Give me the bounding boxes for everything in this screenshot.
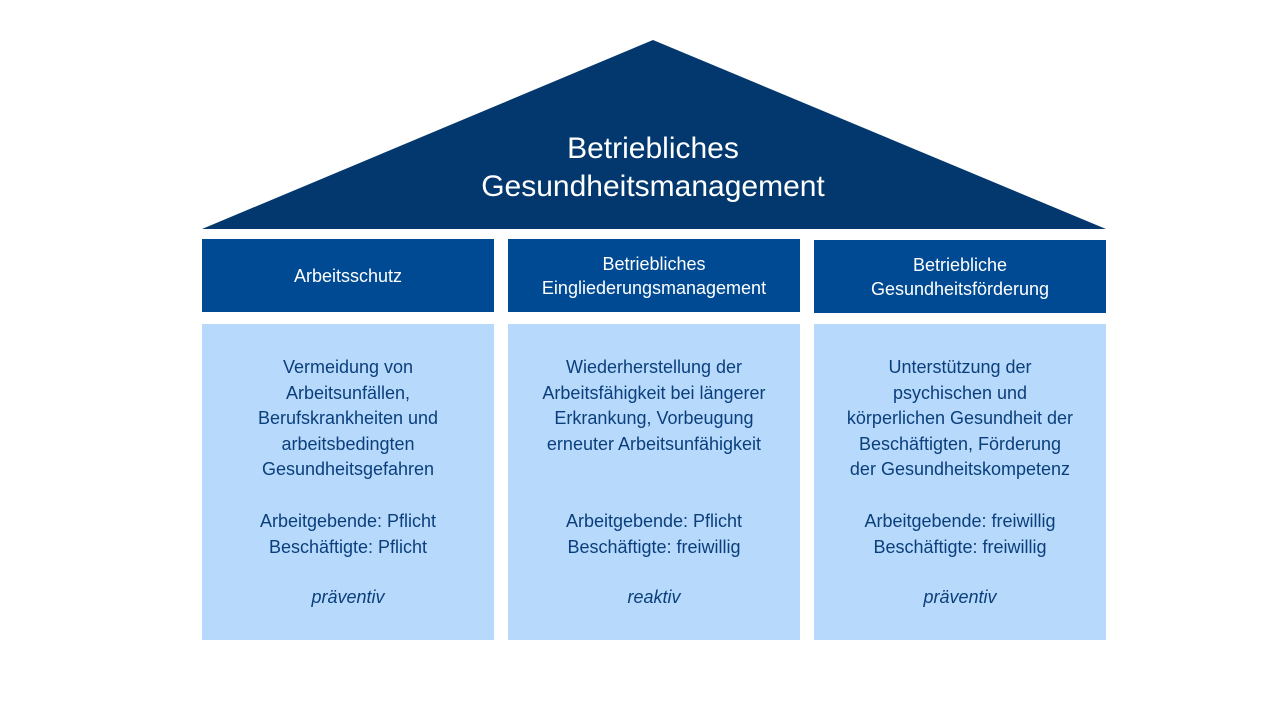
pillar-header: Betriebliches Eingliederungsmanagement xyxy=(508,239,800,312)
header-line: Betriebliches xyxy=(602,253,706,274)
description-line: psychischen und xyxy=(892,382,1028,403)
role-line: Beschäftigte: Pflicht xyxy=(268,536,428,557)
description-line: Erkrankung, Vorbeugung xyxy=(554,408,754,428)
title-line: Betriebliches xyxy=(567,132,739,165)
role-line: Arbeitgebende: Pflicht xyxy=(565,511,743,531)
role-line: Arbeitgebende: freiwillig xyxy=(864,511,1056,531)
description-line: körperlichen Gesundheit der xyxy=(846,408,1074,428)
description-line: der Gesundheitskompetenz xyxy=(849,459,1071,479)
roles: Arbeitgebende: Pflicht Beschäftigte: fre… xyxy=(508,509,800,560)
pillar-body: Unterstützung der psychischen und körper… xyxy=(814,324,1106,640)
roof-title: Betriebliches Gesundheitsmanagement xyxy=(353,130,953,206)
description-line: arbeitsbedingten xyxy=(281,433,415,454)
pillar-header: Arbeitsschutz xyxy=(202,239,494,312)
description-line: Gesundheitsgefahren xyxy=(261,459,435,479)
mode-label: präventiv xyxy=(311,587,385,607)
title-line: Gesundheitsmanagement xyxy=(481,170,825,203)
roles: Arbeitgebende: freiwillig Beschäftigte: … xyxy=(814,509,1106,560)
header-line: Betriebliche xyxy=(912,254,1008,275)
description-line: Berufskrankheiten und xyxy=(257,408,439,428)
description-line: Arbeitsunfällen, xyxy=(285,382,411,403)
description-line: Beschäftigten, Förderung xyxy=(858,433,1062,454)
header-line: Eingliederungsmanagement xyxy=(541,277,767,298)
description-line: Vermeidung von xyxy=(282,357,414,377)
description-line: erneuter Arbeitsunfähigkeit xyxy=(546,433,762,454)
description-line: Arbeitsfähigkeit bei längerer xyxy=(542,382,766,403)
mode-label: präventiv xyxy=(923,587,997,607)
roles: Arbeitgebende: Pflicht Beschäftigte: Pfl… xyxy=(202,509,494,560)
description-line: Wiederherstellung der xyxy=(565,357,743,377)
role-line: Beschäftigte: freiwillig xyxy=(873,536,1047,557)
role-line: Arbeitgebende: Pflicht xyxy=(259,511,437,531)
pillar-body: Vermeidung von Arbeitsunfällen, Berufskr… xyxy=(202,324,494,640)
pillar-body: Wiederherstellung der Arbeitsfähigkeit b… xyxy=(508,324,800,640)
mode-label: reaktiv xyxy=(627,587,681,607)
role-line: Beschäftigte: freiwillig xyxy=(567,536,741,557)
pillar-header: Betriebliche Gesundheitsförderung xyxy=(814,240,1106,313)
header-line: Gesundheitsförderung xyxy=(870,278,1050,299)
header-line: Arbeitsschutz xyxy=(293,265,403,286)
description-line: Unterstützung der xyxy=(888,357,1032,377)
